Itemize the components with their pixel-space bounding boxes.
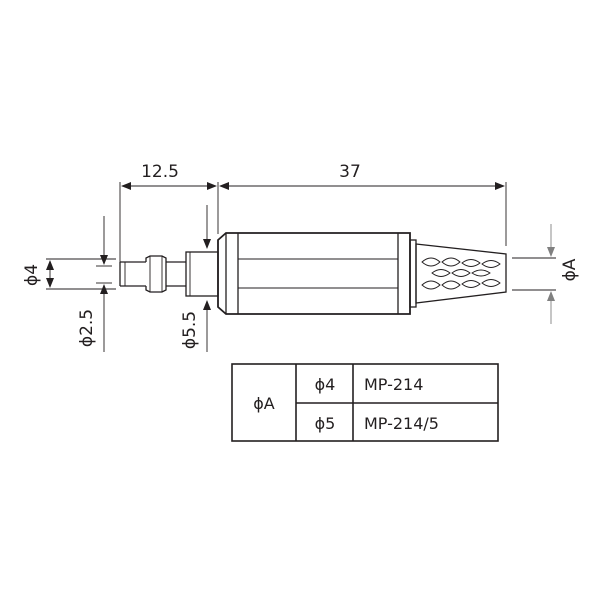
front-flange — [185, 251, 219, 297]
dim-label-dia-5-5: ϕ5.5 — [180, 311, 200, 349]
table-cell-model: MP-214/5 — [364, 414, 439, 433]
model-table: ϕA ϕ4 MP-214 ϕ5 MP-214/5 — [231, 363, 499, 442]
dim-label-dia-a: ϕA — [560, 258, 580, 281]
boot-slots — [421, 257, 501, 290]
plug-connector — [119, 232, 507, 315]
table-cell-model: MP-214 — [364, 375, 423, 394]
dimension-dia-a: ϕA — [512, 224, 580, 324]
dimension-dia-5-5: ϕ5.5 — [180, 205, 211, 352]
dimension-37: 37 — [219, 162, 507, 246]
table-header-dia-a: ϕA — [253, 394, 275, 413]
table-cell-dia: ϕ4 — [315, 375, 336, 394]
dim-label-12-5: 12.5 — [141, 162, 179, 182]
main-body — [217, 232, 411, 315]
tip-pin — [119, 261, 146, 287]
collar-ring — [145, 255, 167, 293]
dim-label-dia-4: ϕ4 — [22, 264, 42, 286]
dimension-dia-2-5: ϕ2.5 — [77, 216, 112, 352]
dim-label-37: 37 — [339, 162, 361, 182]
dim-label-dia-2-5: ϕ2.5 — [77, 309, 97, 347]
dimension-dia-4: ϕ4 — [22, 258, 116, 290]
table-cell-dia: ϕ5 — [315, 414, 336, 433]
shaft — [166, 261, 186, 287]
table-row: ϕ5 MP-214/5 — [315, 414, 439, 433]
strain-relief-boot — [415, 243, 507, 304]
table-row: ϕ4 MP-214 — [315, 375, 424, 394]
dimension-12-5: 12.5 — [119, 162, 219, 262]
